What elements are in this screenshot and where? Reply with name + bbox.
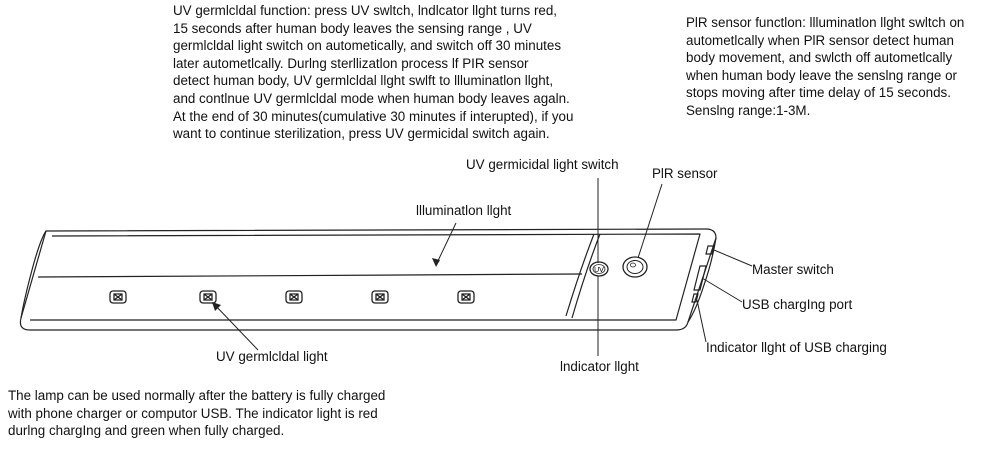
label-usb-port: USB chargIng port (742, 297, 853, 312)
uv-led-3 (285, 290, 303, 304)
left-end-cap (20, 230, 47, 319)
leader-master (713, 249, 753, 267)
arrowhead-illumination (432, 258, 440, 267)
label-pir-sensor: PlR sensor (652, 166, 718, 181)
label-uv-switch: UV germicidal light switch (466, 157, 619, 172)
uv-button-text: UV (594, 267, 604, 274)
usb-indicator-icon (691, 293, 699, 303)
uv-led-row (109, 290, 475, 304)
uv-led-2 (199, 290, 217, 304)
label-usb-indicator: Indicator llght of USB charging (706, 340, 887, 355)
lamp-body-outline (19, 228, 717, 331)
pir-function-description: PlR sensor functlon: llluminatlon llght … (686, 15, 965, 118)
uv-led-4 (371, 290, 389, 304)
leader-illumination (435, 222, 457, 266)
battery-charging-note: The lamp can be used normally after the … (8, 388, 386, 439)
leader-usb-indicator (696, 299, 707, 343)
control-panel-divider-inner (571, 233, 601, 319)
master-switch-icon (705, 245, 715, 255)
leader-usb-port (701, 277, 743, 303)
right-end-cap (687, 237, 717, 323)
usb-port-icon (693, 265, 707, 291)
control-panel-divider (565, 233, 595, 317)
label-illumination-light: llluminatlon llght (416, 203, 512, 218)
leader-uv-light (213, 303, 259, 351)
illumination-panel-line (37, 273, 583, 278)
label-indicator-light: lndicator llght (560, 359, 639, 374)
pir-sensor-icon (622, 256, 648, 278)
uv-led-1 (109, 290, 127, 304)
uv-function-description: UV germlcldal function: press UV swltch,… (173, 3, 574, 142)
uv-switch-button[interactable]: UV (589, 261, 609, 277)
arrowhead-uv-light (212, 302, 221, 311)
label-uv-light: UV germlcldal light (216, 349, 328, 364)
leader-pir (637, 183, 663, 259)
label-master-switch: Master switch (752, 262, 834, 277)
lamp-inner-rim (30, 233, 701, 321)
uv-led-5 (457, 290, 475, 304)
